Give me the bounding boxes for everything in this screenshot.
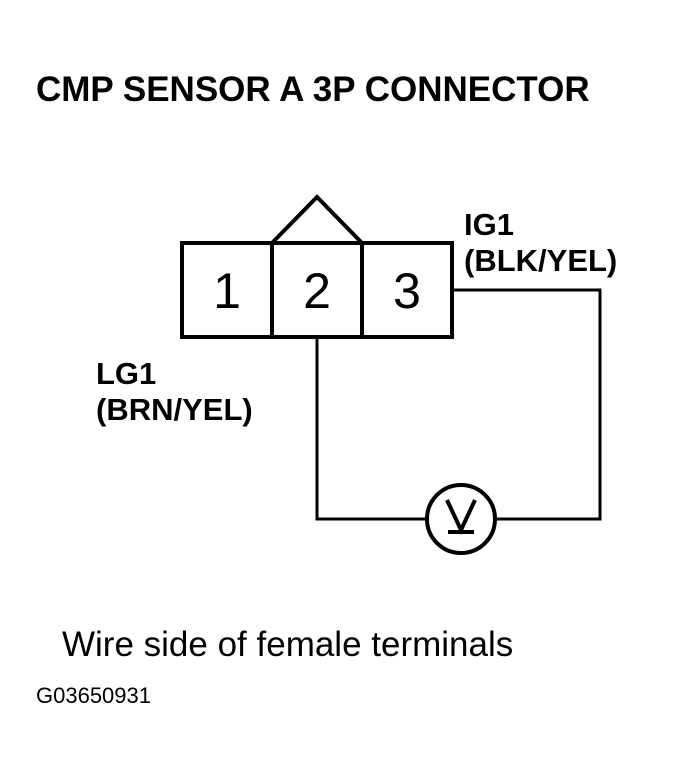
lg1-label: LG1 (BRN/YEL): [96, 356, 253, 428]
pin-2-label: 2: [303, 263, 331, 319]
figure-id: G03650931: [36, 683, 151, 708]
diagram-title: CMP SENSOR A 3P CONNECTOR: [36, 70, 590, 109]
voltmeter-icon: [425, 483, 497, 555]
ig1-label: IG1 (BLK/YEL): [464, 207, 617, 279]
lg1-wire-color: (BRN/YEL): [96, 392, 253, 427]
pin-3-label: 3: [393, 263, 421, 319]
ig1-wire-name: IG1: [464, 207, 514, 242]
lg1-wire: [315, 337, 426, 521]
connector-lock-tab: [270, 194, 364, 245]
ig1-wire-color: (BLK/YEL): [464, 243, 618, 278]
ig1-wire: [452, 288, 602, 521]
lg1-wire-name: LG1: [96, 356, 157, 391]
pin-1-label: 1: [213, 263, 241, 319]
diagram-caption: Wire side of female terminals: [62, 625, 514, 664]
